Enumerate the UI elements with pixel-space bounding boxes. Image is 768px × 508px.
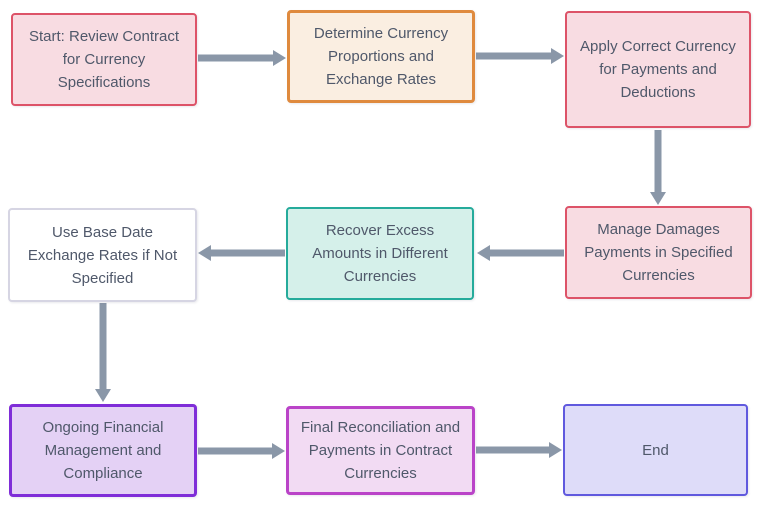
flow-node-manage: Manage Damages Payments in Specified Cur… — [565, 206, 752, 299]
flow-node-manage-label: Manage Damages Payments in Specified Cur… — [584, 221, 733, 284]
flow-node-base-date: Use Base Date Exchange Rates if Not Spec… — [8, 208, 197, 302]
flow-node-start: Start: Review Contract for Currency Spec… — [11, 13, 197, 106]
flow-node-base-date-label: Use Base Date Exchange Rates if Not Spec… — [27, 223, 178, 287]
flow-node-determine-label: Determine Currency Proportions and Excha… — [313, 25, 449, 88]
flow-node-determine: Determine Currency Proportions and Excha… — [287, 10, 475, 103]
flow-node-end: End — [563, 404, 748, 496]
flow-node-recover-label: Recover Excess Amounts in Different Curr… — [312, 222, 448, 285]
flow-node-ongoing: Ongoing Financial Management and Complia… — [9, 404, 197, 497]
flow-node-end-label: End — [642, 441, 669, 459]
flow-node-final: Final Reconciliation and Payments in Con… — [286, 406, 475, 495]
flow-node-apply-label: Apply Correct Currency for Payments and … — [580, 38, 736, 101]
flow-node-start-label: Start: Review Contract for Currency Spec… — [28, 28, 180, 91]
flow-node-apply: Apply Correct Currency for Payments and … — [565, 11, 751, 128]
flow-node-ongoing-label: Ongoing Financial Management and Complia… — [42, 419, 164, 482]
flow-node-recover: Recover Excess Amounts in Different Curr… — [286, 207, 474, 300]
flow-node-final-label: Final Reconciliation and Payments in Con… — [300, 419, 461, 482]
